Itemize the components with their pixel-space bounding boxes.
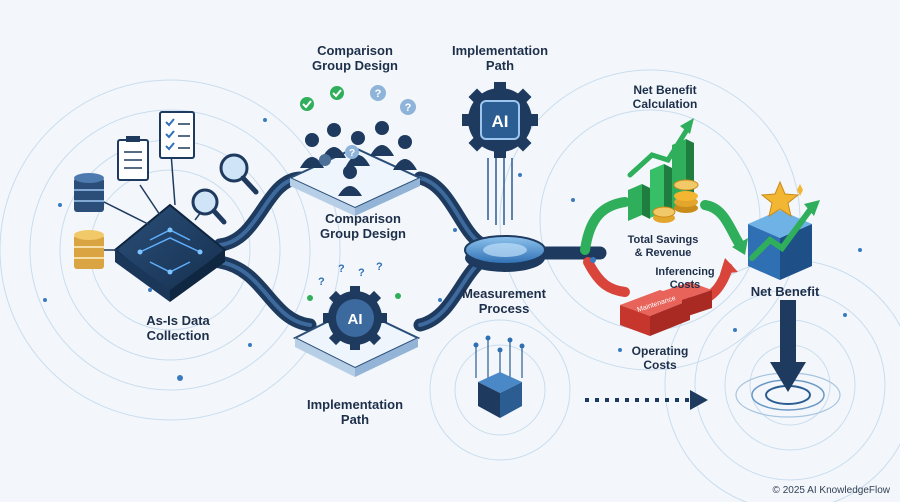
net-benefit-cube <box>748 180 820 280</box>
label-net-benefit: Net Benefit <box>750 284 820 299</box>
label-measurement-process: Measurement Process <box>462 286 546 316</box>
database-icon <box>74 230 104 269</box>
svg-text:?: ? <box>358 267 365 279</box>
coins-icon <box>652 179 699 223</box>
label-comparison-group-mid: Comparison Group Design <box>320 211 406 241</box>
label-inferencing-costs: Inferencing Costs <box>655 266 715 291</box>
label-operating-costs: Operating Costs <box>631 344 689 372</box>
bottom-arrow <box>585 390 708 410</box>
svg-text:?: ? <box>338 263 345 275</box>
implementation-platform: AI ???? <box>292 261 421 377</box>
svg-text:AI: AI <box>348 311 363 328</box>
magnifier-icon <box>191 188 227 225</box>
measurement-disc <box>464 235 546 272</box>
svg-text:?: ? <box>349 148 355 159</box>
decorative-dots <box>43 118 862 381</box>
flow-arrows-green <box>580 197 745 255</box>
ai-gear-icon: AI <box>462 82 538 225</box>
comparison-group-platform: ? ? ? <box>287 85 423 216</box>
maintenance-blocks: Maintenance <box>620 282 712 336</box>
label-net-benefit-calculation: Net Benefit Calculation <box>632 83 698 111</box>
magnifier-icon <box>219 153 259 195</box>
star-icon <box>760 180 800 218</box>
label-implementation-path-bottom: Implementation Path <box>306 397 404 427</box>
label-total-savings-revenue: Total Savings & Revenue <box>627 234 699 259</box>
copyright-text: © 2025 AI KnowledgeFlow <box>772 485 890 496</box>
label-as-is-data-collection: As-Is Data Collection <box>146 313 210 343</box>
people-icon <box>300 121 417 196</box>
label-implementation-path-top: Implementation Path <box>451 43 549 73</box>
svg-text:?: ? <box>376 261 383 273</box>
as-is-data-cluster <box>74 111 259 302</box>
database-icon <box>74 173 104 212</box>
svg-text:?: ? <box>375 88 382 100</box>
svg-text:?: ? <box>405 102 412 114</box>
clipboard-icon <box>159 111 195 159</box>
bar-chart-icon <box>627 118 694 221</box>
ai-gear-icon: AI <box>323 286 387 350</box>
svg-text:?: ? <box>318 276 325 288</box>
data-cube <box>473 335 525 418</box>
target-rings <box>735 300 841 418</box>
svg-text:AI: AI <box>492 112 509 131</box>
clipboard-icon <box>117 136 149 181</box>
label-comparison-group-top: Comparison Group Design <box>312 43 398 73</box>
